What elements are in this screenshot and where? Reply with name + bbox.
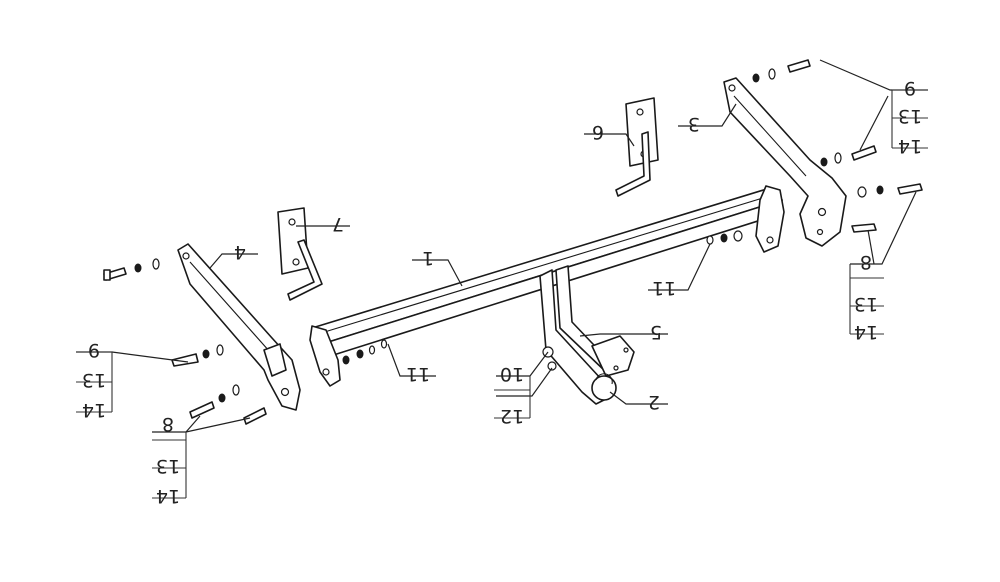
leader-lines — [76, 59, 928, 433]
fasteners-left-middle — [171, 344, 224, 367]
label-right-clamp: 6 — [592, 121, 604, 143]
label-main-beam: 1 — [422, 247, 434, 269]
fasteners-right-upper — [752, 59, 877, 167]
label-tow-ball: 2 — [648, 391, 660, 413]
label-stack-right-upper — [891, 89, 928, 149]
fasteners-left-lower — [189, 384, 267, 425]
label-nut-set-right: 11 — [652, 277, 676, 299]
label-stack-right-lower — [849, 264, 884, 335]
tow-ball — [591, 335, 635, 401]
left-bracket — [177, 243, 301, 411]
label-left-lower-spring-washer: 14 — [156, 485, 180, 507]
fasteners-beam-right — [706, 230, 743, 245]
label-left-bracket: 4 — [234, 241, 246, 263]
left-clamp-plate — [277, 207, 323, 301]
label-right-upper-spring-washer: 14 — [898, 135, 922, 157]
fasteners-right-lower — [851, 183, 923, 233]
label-right-bracket: 3 — [688, 113, 700, 135]
label-ball-mount: 5 — [650, 321, 662, 343]
right-end-plate — [755, 185, 785, 253]
label-stack-center — [494, 376, 531, 419]
fasteners-left-upper — [103, 258, 160, 281]
right-bracket — [723, 77, 847, 247]
label-right-upper-washer: 13 — [898, 105, 922, 127]
label-left-upper-washer: 13 — [82, 369, 106, 391]
label-stack-left-lower — [152, 432, 187, 499]
label-left-upper-bolt: 9 — [88, 339, 100, 361]
left-end-plate — [309, 325, 341, 387]
label-right-lower-washer: 13 — [854, 293, 878, 315]
label-left-clamp: 7 — [332, 213, 344, 235]
fasteners-beam-left — [342, 339, 388, 365]
label-right-lower-spring-washer: 14 — [854, 321, 878, 343]
label-right-lower-bolt: 8 — [860, 251, 872, 273]
label-mount-nut: 12 — [500, 405, 524, 427]
label-stack-left-upper — [76, 351, 113, 413]
label-left-lower-bolt: 8 — [162, 413, 174, 435]
right-clamp-plate — [615, 97, 659, 197]
label-left-upper-spring-washer: 14 — [82, 399, 106, 421]
label-left-lower-washer: 13 — [156, 455, 180, 477]
label-mount-bolt: 10 — [500, 363, 524, 385]
label-right-upper-bolt: 9 — [904, 77, 916, 99]
label-nut-set-left: 11 — [406, 363, 430, 385]
